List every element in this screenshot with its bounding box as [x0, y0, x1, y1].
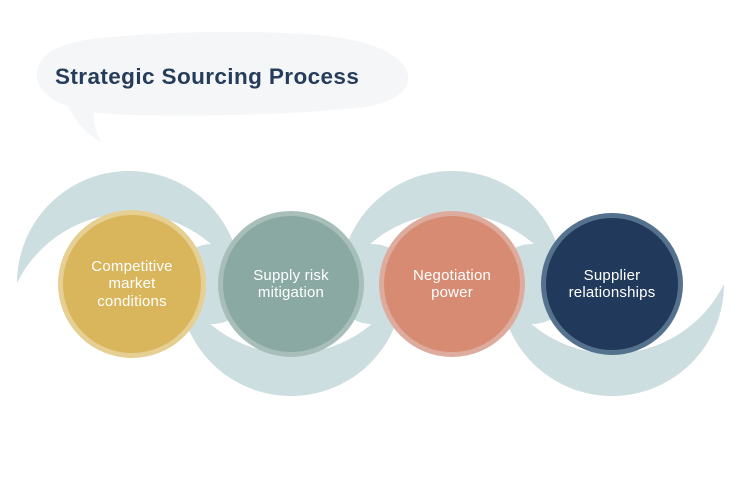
step-label: Supplier relationships [568, 266, 656, 302]
diagram-title: Strategic Sourcing Process [55, 64, 360, 89]
step-label: Negotiation power [412, 266, 492, 302]
speech-bubble-shape [36, 31, 409, 116]
step-circle-supply-risk-mitigation: Supply risk mitigation [218, 211, 364, 357]
step-circle-competitive-market-conditions: Competitive market conditions [58, 210, 206, 358]
step-label: Competitive market conditions [91, 257, 173, 310]
wave-arc-4 [500, 284, 724, 396]
speech-bubble-tail [68, 105, 101, 142]
wave-arc-2 [179, 284, 403, 396]
wave-arc-3 [340, 171, 564, 283]
step-label: Supply risk mitigation [253, 266, 329, 302]
wave-arc-1 [17, 171, 241, 283]
step-circle-supplier-relationships: Supplier relationships [541, 213, 683, 355]
step-circle-negotiation-power: Negotiation power [379, 211, 525, 357]
